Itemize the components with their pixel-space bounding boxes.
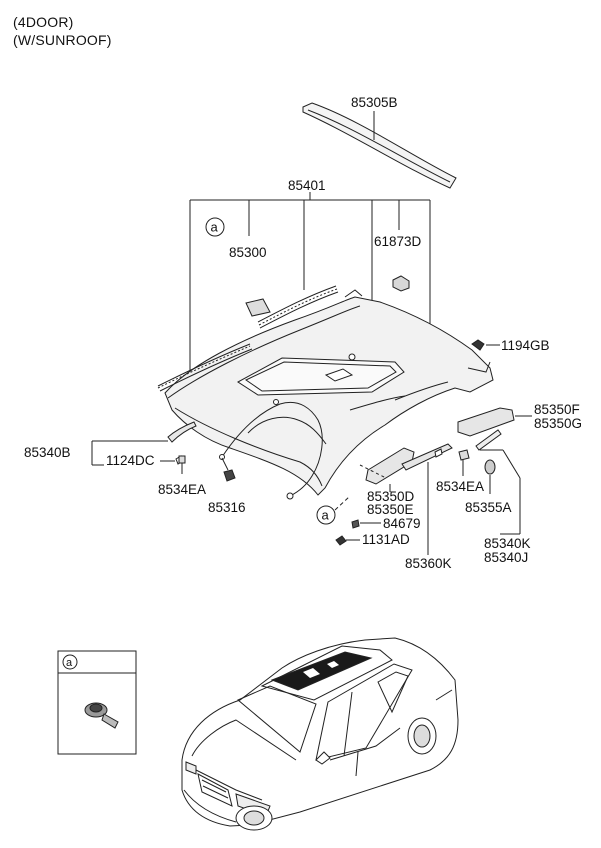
label-85360k: 85360K [405, 556, 452, 571]
label-85350g: 85350G [534, 416, 582, 431]
label-1124dc: 1124DC [106, 453, 155, 468]
callout-a-lower: a [316, 495, 351, 525]
bracket-85401: 85401 [189, 178, 431, 372]
label-85355a: 85355A [465, 500, 512, 515]
part-85300: 85300 [229, 245, 271, 317]
variant-note-sunroof: (W/SUNROOF) [13, 32, 112, 48]
part-85340k-85340j: 85340K 85340J [480, 449, 531, 565]
label-84679: 84679 [383, 516, 421, 531]
part-84679: 84679 [351, 516, 421, 531]
label-1131ad: 1131AD [362, 532, 410, 547]
part-85355a: 85355A [465, 429, 512, 515]
part-61873d: 61873D [374, 234, 422, 292]
label-85340k: 85340K [484, 536, 531, 551]
label-8534ea-left: 8534EA [158, 482, 206, 497]
car-illustration [181, 637, 459, 831]
part-85350d-85350e: 85350D 85350E [359, 447, 415, 517]
label-85350d: 85350D [367, 489, 415, 504]
label-85316: 85316 [208, 500, 246, 515]
part-85360k: 85360K [401, 443, 453, 571]
variant-note-door: (4DOOR) [13, 14, 74, 30]
part-85340b-1124dc: 85340B 1124DC [24, 421, 197, 468]
part-85316: 85316 [208, 457, 246, 515]
inset-callout-a: a [57, 650, 137, 755]
part-1131ad: 1131AD [335, 532, 410, 547]
label-85340b: 85340B [24, 445, 71, 460]
callout-a-lower-label: a [322, 508, 330, 523]
part-8534ea-left: 8534EA [158, 455, 206, 497]
callout-a-label: a [211, 220, 219, 235]
label-8534ea-right: 8534EA [436, 479, 484, 494]
part-85350f-85350g: 85350F 85350G [457, 402, 582, 437]
label-61873d: 61873D [374, 234, 422, 249]
part-8534ea-right: 8534EA [436, 449, 484, 494]
label-85300: 85300 [229, 245, 267, 260]
callout-a-upper: a [205, 217, 225, 237]
label-85350f: 85350F [534, 402, 580, 417]
part-85305b-visor: 85305B [302, 95, 457, 189]
label-85340j: 85340J [484, 550, 528, 565]
label-85305b: 85305B [351, 95, 398, 110]
inset-callout-label: a [66, 657, 73, 669]
part-1194gb: 1194GB [471, 338, 550, 353]
label-85401: 85401 [288, 178, 326, 193]
headliner-85401 [157, 285, 494, 500]
label-85350e: 85350E [367, 502, 414, 517]
label-1194gb: 1194GB [501, 338, 550, 353]
